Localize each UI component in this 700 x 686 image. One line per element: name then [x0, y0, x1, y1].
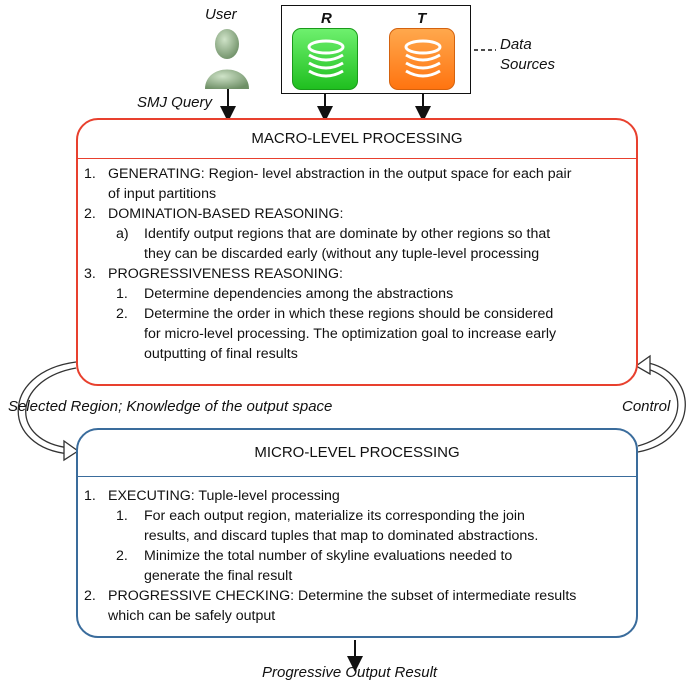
step-line: 1. GENERATING: Region- level abstraction …	[84, 164, 628, 184]
step-text: GENERATING: Region- level abstraction in…	[108, 166, 572, 182]
step-line: which can be safely output	[84, 606, 628, 626]
step-number: 2.	[116, 306, 128, 322]
step-number: 1.	[116, 508, 128, 524]
selected-region-label: Selected Region; Knowledge of the output…	[8, 398, 333, 415]
step-number: 1.	[84, 488, 96, 504]
step-text: which can be safely output	[108, 608, 276, 624]
step-text: results, and discard tuples that map to …	[144, 528, 539, 544]
step-text: For each output region, materialize its …	[144, 508, 525, 524]
step-text: PROGRESSIVE CHECKING: Determine the subs…	[108, 588, 577, 604]
micro-title: MICRO-LEVEL PROCESSING	[78, 430, 636, 477]
step-text: of input partitions	[108, 186, 217, 202]
output-label: Progressive Output Result	[262, 664, 438, 681]
source-r-database	[292, 28, 358, 90]
step-line: generate the final result	[84, 566, 628, 586]
step-text: Identify output regions that are dominat…	[144, 226, 551, 242]
micro-processing-box: MICRO-LEVEL PROCESSING 1. EXECUTING: Tupl…	[76, 428, 638, 638]
step-text: generate the final result	[144, 568, 293, 584]
source-t-database	[389, 28, 455, 90]
database-icon	[307, 39, 345, 78]
user-icon	[205, 29, 249, 89]
step-text: Determine the order in which these regio…	[144, 306, 554, 322]
step-text: PROGRESSIVENESS REASONING:	[108, 266, 343, 282]
step-line: 3. PROGRESSIVENESS REASONING:	[84, 264, 628, 284]
micro-step-list: 1. EXECUTING: Tuple-level processing 1. For…	[84, 486, 628, 626]
step-line: they can be discarded early (without any…	[84, 244, 628, 264]
macro-title: MACRO-LEVEL PROCESSING	[78, 120, 636, 159]
step-line: a) Identify output regions that are domin…	[84, 224, 628, 244]
source-r-label: R	[321, 10, 332, 27]
step-text: DOMINATION-BASED REASONING:	[108, 206, 344, 222]
database-icon	[404, 39, 442, 78]
step-text: EXECUTING: Tuple-level processing	[108, 488, 340, 504]
step-number: 1.	[116, 286, 128, 302]
macro-processing-box: MACRO-LEVEL PROCESSING 1. GENERATING: Reg…	[76, 118, 638, 386]
step-number: 3.	[84, 266, 96, 282]
selected-region-arrow	[17, 361, 77, 455]
macro-step-list: 1. GENERATING: Region- level abstraction …	[84, 164, 628, 364]
step-line: 2. PROGRESSIVE CHECKING: Determine the su…	[84, 586, 628, 606]
step-line: 2. Determine the order in which these reg…	[84, 304, 628, 324]
step-text: for micro-level processing. The optimiza…	[144, 326, 557, 342]
step-line: 2. Minimize the total number of skyline e…	[84, 546, 628, 566]
query-label: SMJ Query	[137, 94, 213, 111]
step-line: 2. DOMINATION-BASED REASONING:	[84, 204, 628, 224]
step-number: 2.	[116, 548, 128, 564]
step-text: Minimize the total number of skyline eva…	[144, 548, 513, 564]
step-number: 2.	[84, 588, 96, 604]
step-line: 1. Determine dependencies among the abstr…	[84, 284, 628, 304]
step-line: 1. For each output region, materialize it…	[84, 506, 628, 526]
step-line: 1. EXECUTING: Tuple-level processing	[84, 486, 628, 506]
control-label: Control	[622, 398, 671, 415]
control-arrow	[637, 361, 686, 453]
step-number: a)	[116, 226, 129, 242]
step-number: 1.	[84, 166, 96, 182]
source-t-label: T	[417, 10, 427, 27]
data-sources-label: Data Sources	[500, 36, 556, 73]
step-line: outputting of final results	[84, 344, 628, 364]
step-line: for micro-level processing. The optimiza…	[84, 324, 628, 344]
step-text: Determine dependencies among the abstrac…	[144, 286, 454, 302]
step-number: 2.	[84, 206, 96, 222]
user-label: User	[205, 6, 237, 23]
step-text: outputting of final results	[144, 346, 298, 362]
step-line: results, and discard tuples that map to …	[84, 526, 628, 546]
step-text: they can be discarded early (without any…	[144, 246, 540, 262]
step-line: of input partitions	[84, 184, 628, 204]
